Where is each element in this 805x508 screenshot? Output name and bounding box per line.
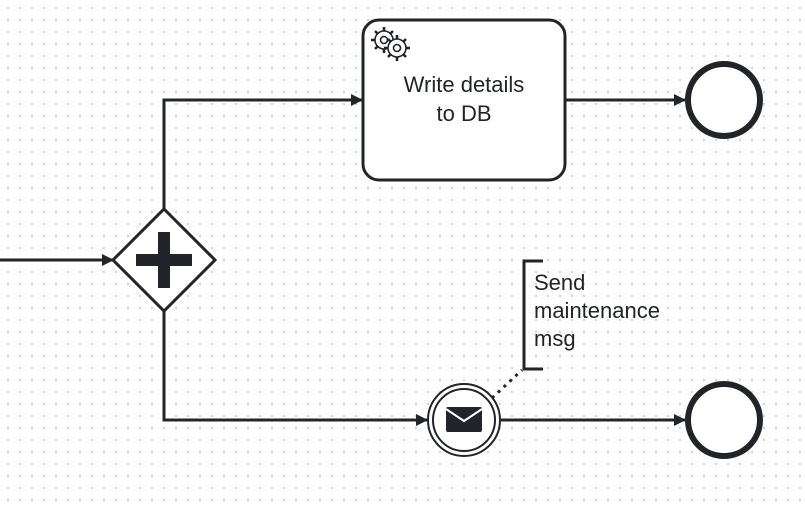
plus-icon — [136, 232, 192, 288]
gear-icon — [371, 27, 410, 61]
text-annotation-label: Send maintenance msg — [534, 270, 660, 351]
parallel-gateway[interactable] — [110, 206, 218, 314]
service-task-label: Write details to DB — [403, 72, 525, 126]
end-event-lower[interactable] — [685, 381, 763, 459]
envelope-icon — [445, 407, 483, 432]
sequence-flow-to-message-event[interactable] — [162, 311, 428, 426]
association-line[interactable] — [490, 368, 524, 400]
text-annotation-bracket[interactable] — [522, 259, 543, 371]
end-event-upper[interactable] — [685, 61, 763, 139]
message-throw-event[interactable] — [427, 383, 501, 457]
service-task[interactable] — [361, 18, 567, 182]
sequence-flow-to-task[interactable] — [162, 94, 363, 209]
